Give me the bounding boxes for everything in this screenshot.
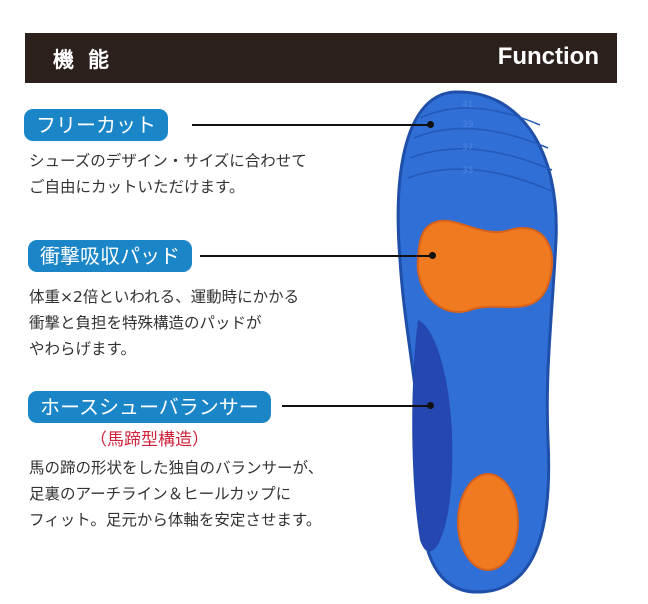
desc-line: 足裏のアーチライン＆ヒールカップに <box>29 485 292 503</box>
forefoot-pad <box>416 219 553 313</box>
heel-pad <box>457 473 519 571</box>
section-title: 機能 <box>53 48 123 72</box>
callout-dot <box>429 252 436 259</box>
section-header: 機能 Function <box>25 33 617 83</box>
callout-line <box>192 124 430 126</box>
size-mark: 35 <box>462 166 473 176</box>
callout-line <box>200 255 432 257</box>
section-title-en: Function <box>497 43 599 70</box>
desc-line: ご自由にカットいただけます。 <box>29 178 245 196</box>
feature-label-shock-pad: 衝撃吸収パッド <box>28 240 192 272</box>
callout-dot <box>427 402 434 409</box>
desc-line: 衝撃と負担を特殊構造のパッドが <box>29 314 262 332</box>
feature-label-horseshoe-balancer: ホースシューバランサー <box>28 391 271 423</box>
size-mark: 37 <box>462 143 473 153</box>
feature-desc-free-cut: シューズのデザイン・サイズに合わせて ご自由にカットいただけます。 <box>29 148 307 200</box>
desc-line: 体重×2倍といわれる、運動時にかかる <box>29 288 300 306</box>
size-marks: 41 39 37 35 <box>462 100 474 176</box>
feature-label-free-cut: フリーカット <box>24 109 168 141</box>
size-mark: 39 <box>462 120 474 130</box>
desc-line: 馬の蹄の形状をした独自のバランサーが、 <box>29 459 324 477</box>
size-mark: 41 <box>462 100 473 110</box>
callout-line <box>282 405 430 407</box>
size-lines <box>407 107 555 193</box>
feature-desc-shock-pad: 体重×2倍といわれる、運動時にかかる 衝撃と負担を特殊構造のパッドが やわらげま… <box>29 284 299 362</box>
desc-line: フィット。足元から体軸を安定させます。 <box>29 511 322 529</box>
feature-sublabel: （馬蹄型構造） <box>90 430 209 450</box>
callout-dot <box>427 121 434 128</box>
insole-arch <box>412 320 453 552</box>
desc-line: やわらげます。 <box>29 340 136 358</box>
feature-desc-horseshoe-balancer: 馬の蹄の形状をした独自のバランサーが、 足裏のアーチライン＆ヒールカップに フィ… <box>29 455 323 533</box>
desc-line: シューズのデザイン・サイズに合わせて <box>29 152 307 170</box>
